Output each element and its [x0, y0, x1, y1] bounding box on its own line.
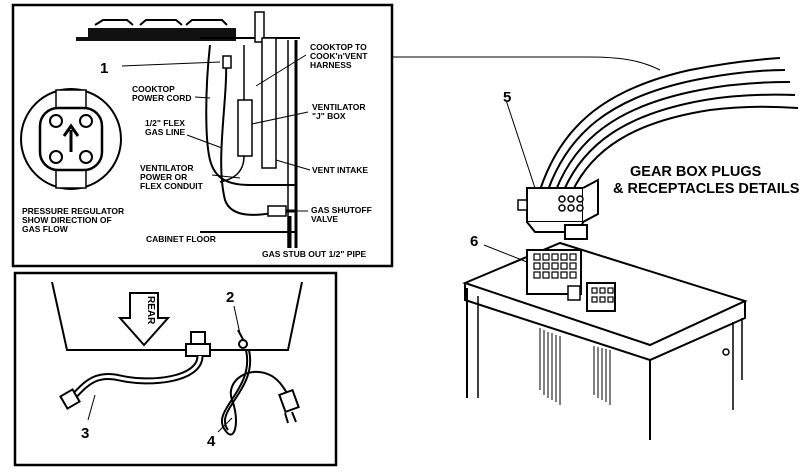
vent-j-box [237, 99, 253, 157]
connector-1 [222, 55, 232, 69]
callout-5: 5 [503, 89, 511, 106]
callout-1: 1 [100, 60, 108, 77]
harness-bundle [539, 57, 781, 191]
callout-3: 3 [81, 425, 89, 442]
cabinet-floor-label: CABINET FLOOR [146, 234, 216, 244]
cooktop-harness-label-3: HARNESS [310, 60, 352, 70]
callout-2: 2 [226, 289, 234, 306]
flex-gas-label-2: GAS LINE [145, 127, 185, 137]
vent-power-label-3: FLEX CONDUIT [140, 181, 204, 191]
harness-reference-line [392, 56, 661, 71]
power-cord [221, 349, 291, 436]
cooktop-grates [94, 19, 228, 26]
strain-relief [238, 339, 248, 349]
pressure-regulator-label-3: GAS FLOW [22, 224, 69, 234]
gas-shutoff-label-1: GAS SHUTOFF [311, 205, 372, 215]
vent-jbox-label-1: VENTILATOR [312, 102, 366, 112]
gearbox-title-line2: & RECEPTACLES DETAILS [613, 181, 800, 197]
gas-stub-label: GAS STUB OUT 1/2" PIPE [262, 249, 366, 259]
cooktop-power-label-1: COOKTOP [132, 84, 175, 94]
vent-intake-label: VENT INTAKE [312, 165, 368, 175]
harness-plug [59, 388, 81, 410]
flex-gas-label-1: 1/2" FLEX [145, 118, 185, 128]
rear-arrow-icon: REAR [117, 292, 171, 347]
gearbox-plug [526, 187, 584, 223]
pressure-regulator-icon [20, 88, 122, 190]
vent-power-label-1: VENTILATOR [140, 163, 194, 173]
gas-shutoff-valve [267, 205, 287, 217]
cabinet-detail-panel: 1 COOKTOP TO COOK'n'VENT HARNESS COOKTOP… [11, 3, 394, 268]
cooktop-power-cord [205, 44, 296, 186]
cooktop-edge [76, 37, 96, 41]
cooktop-harness-label-1: COOKTOP TO [310, 42, 367, 52]
vent-jbox-label-2: "J" BOX [312, 111, 346, 121]
callout-6: 6 [470, 233, 478, 250]
panel-frame-bottom [13, 271, 338, 467]
harness-connector [190, 331, 206, 345]
vent-power-label-2: POWER OR [140, 172, 187, 182]
rear-label: REAR [145, 296, 156, 325]
pressure-regulator-label-1: PRESSURE REGULATOR [22, 206, 124, 216]
cooktop-harness-label-2: COOK'n'VENT [310, 51, 368, 61]
cord-detail-panel: REAR 2 3 4 [13, 271, 338, 467]
cooktop-body [88, 28, 236, 41]
gearbox-title-line1: GEAR BOX PLUGS [630, 164, 762, 180]
panel-frame-top [11, 3, 394, 268]
cooktop-underside [51, 281, 303, 351]
gas-flow-arrow-icon [62, 123, 80, 152]
vent-duct-top [254, 11, 265, 43]
gas-shutoff-label-2: VALVE [311, 214, 338, 224]
gas-line [220, 57, 281, 216]
vent-duct [261, 37, 277, 169]
gear-box-detail: 5 6 GEAR BOX PLUGS & RECEPTACLES DETAILS [462, 57, 800, 440]
callout-4: 4 [207, 433, 216, 450]
cooktop-power-label-2: POWER CORD [132, 93, 192, 103]
pressure-regulator-label-2: SHOW DIRECTION OF [22, 215, 112, 225]
power-plug-icon [278, 388, 300, 414]
